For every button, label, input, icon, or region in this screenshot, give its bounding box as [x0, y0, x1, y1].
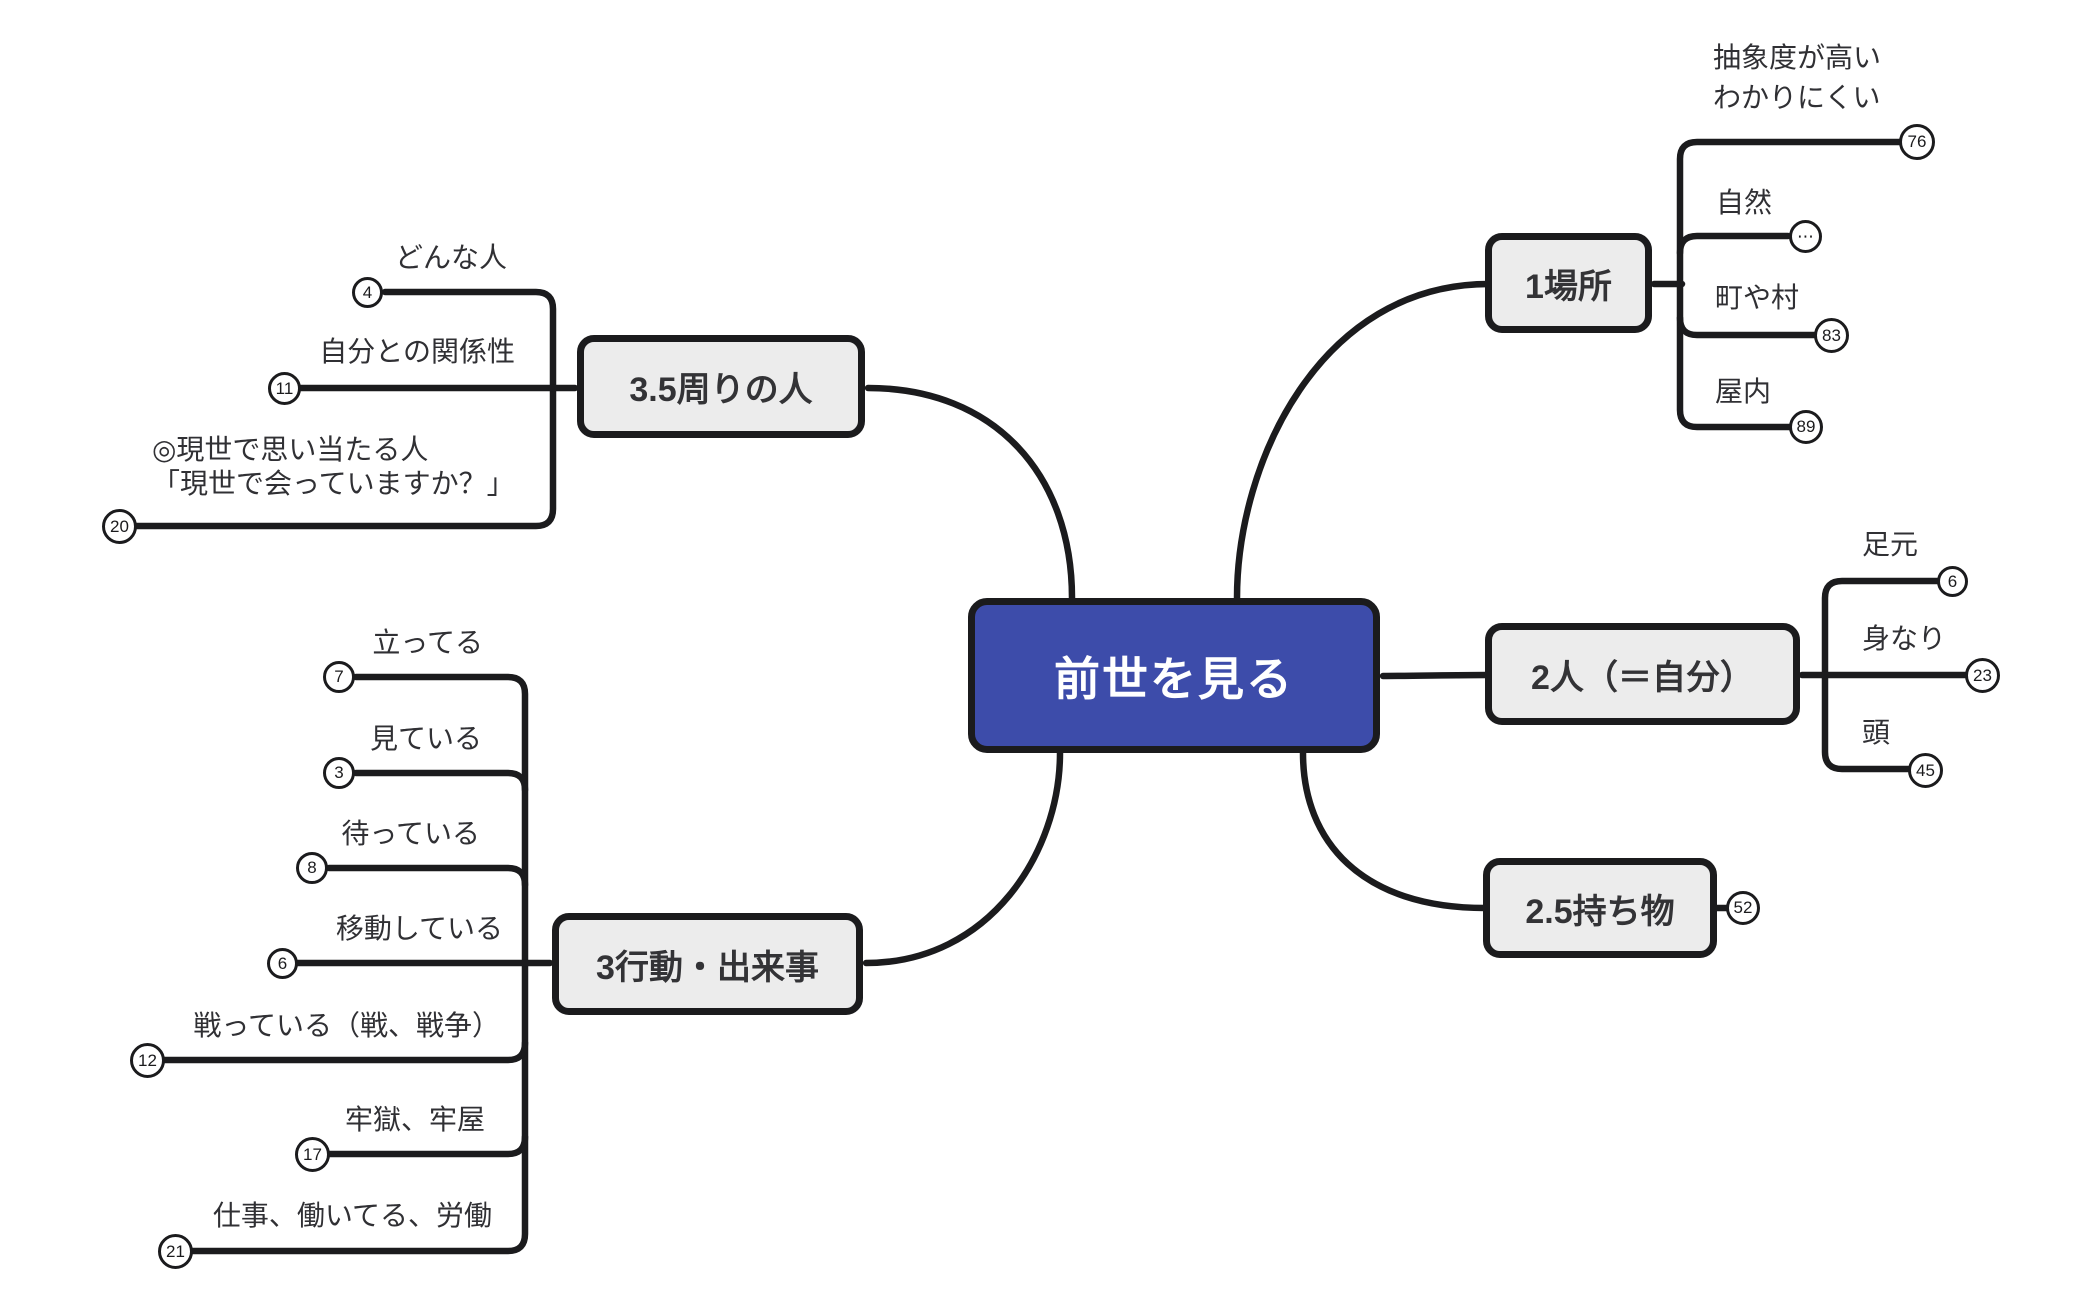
badge-watching-count[interactable]: 3 — [323, 757, 355, 789]
badge-relationship-count[interactable]: 11 — [268, 372, 301, 405]
badge-work-count[interactable]: 21 — [158, 1234, 193, 1269]
badge-present-life-count[interactable]: 20 — [102, 509, 137, 544]
branch-actions-child-tatakatteiru — [160, 1039, 529, 1064]
badge-indoors-count[interactable]: 89 — [1789, 410, 1823, 444]
badge-head-count[interactable]: 45 — [1908, 753, 1943, 788]
badge-moving-count[interactable]: 6 — [267, 948, 298, 979]
root-node[interactable]: 前世を見る — [968, 598, 1380, 753]
branch-people-around-frame — [133, 288, 557, 530]
node-belongings[interactable]: 2.5持ち物 — [1483, 858, 1717, 958]
badge-nature-ellipsis[interactable]: ⋯ — [1789, 220, 1822, 253]
branch-actions-child-matteiru — [325, 864, 529, 889]
node-place[interactable]: 1場所 — [1485, 233, 1652, 333]
connector-root-belongings — [1299, 749, 1489, 912]
leaf-watching[interactable]: 見ている — [369, 723, 482, 754]
connector-root-place — [1233, 280, 1493, 602]
leaf-waiting[interactable]: 待っている — [341, 818, 480, 849]
leaf-prison[interactable]: 牢獄、牢屋 — [344, 1104, 485, 1135]
leaf-attire[interactable]: 身なり — [1862, 623, 1947, 654]
branch-actions-child-rougoku — [325, 1133, 529, 1158]
leaf-fighting[interactable]: 戦っている（戦、戦争） — [193, 1010, 500, 1041]
node-person-self[interactable]: 2人（＝自分） — [1485, 623, 1800, 725]
badge-town-count[interactable]: 83 — [1814, 318, 1849, 353]
leaf-what-kind-of-person[interactable]: どんな人 — [394, 242, 507, 273]
badge-prison-count[interactable]: 17 — [295, 1137, 330, 1172]
leaf-abstract-hard[interactable]: 抽象度が高い わかりにくい — [1713, 42, 1882, 113]
leaf-work-labor[interactable]: 仕事、働いてる、労働 — [212, 1200, 492, 1231]
badge-abstract-count[interactable]: 76 — [1899, 124, 1935, 160]
leaf-nature[interactable]: 自然 — [1716, 187, 1773, 218]
leaf-person-in-present-life[interactable]: ◎現世で思い当たる人 「現世で会っていますか？」 — [152, 434, 515, 499]
node-actions-events[interactable]: 3行動・出来事 — [552, 913, 863, 1015]
connector-root-person — [1379, 671, 1491, 680]
connector-root-actions — [862, 749, 1064, 967]
badge-attire-count[interactable]: 23 — [1965, 658, 2000, 693]
branch-place-child-nature — [1676, 232, 1792, 257]
leaf-relationship-to-self[interactable]: 自分との関係性 — [319, 336, 515, 367]
leaf-indoors[interactable]: 屋内 — [1715, 376, 1772, 407]
badge-feet-count[interactable]: 6 — [1937, 566, 1968, 597]
branch-place-child-town — [1676, 314, 1818, 339]
badge-waiting-count[interactable]: 8 — [296, 852, 328, 884]
leaf-standing[interactable]: 立ってる — [372, 627, 483, 658]
leaf-head[interactable]: 頭 — [1862, 717, 1891, 748]
badge-what-kind-count[interactable]: 4 — [352, 277, 383, 308]
node-people-around[interactable]: 3.5周りの人 — [577, 335, 865, 438]
badge-standing-count[interactable]: 7 — [323, 661, 355, 693]
connector-root-people-around — [864, 384, 1076, 602]
branch-actions-child-miteiru — [352, 769, 529, 794]
badge-belongings-count[interactable]: 52 — [1726, 891, 1760, 925]
leaf-town-village[interactable]: 町や村 — [1715, 282, 1800, 313]
leaf-moving[interactable]: 移動している — [335, 913, 503, 944]
leaf-feet[interactable]: 足元 — [1862, 529, 1919, 560]
badge-fighting-count[interactable]: 12 — [130, 1043, 165, 1078]
